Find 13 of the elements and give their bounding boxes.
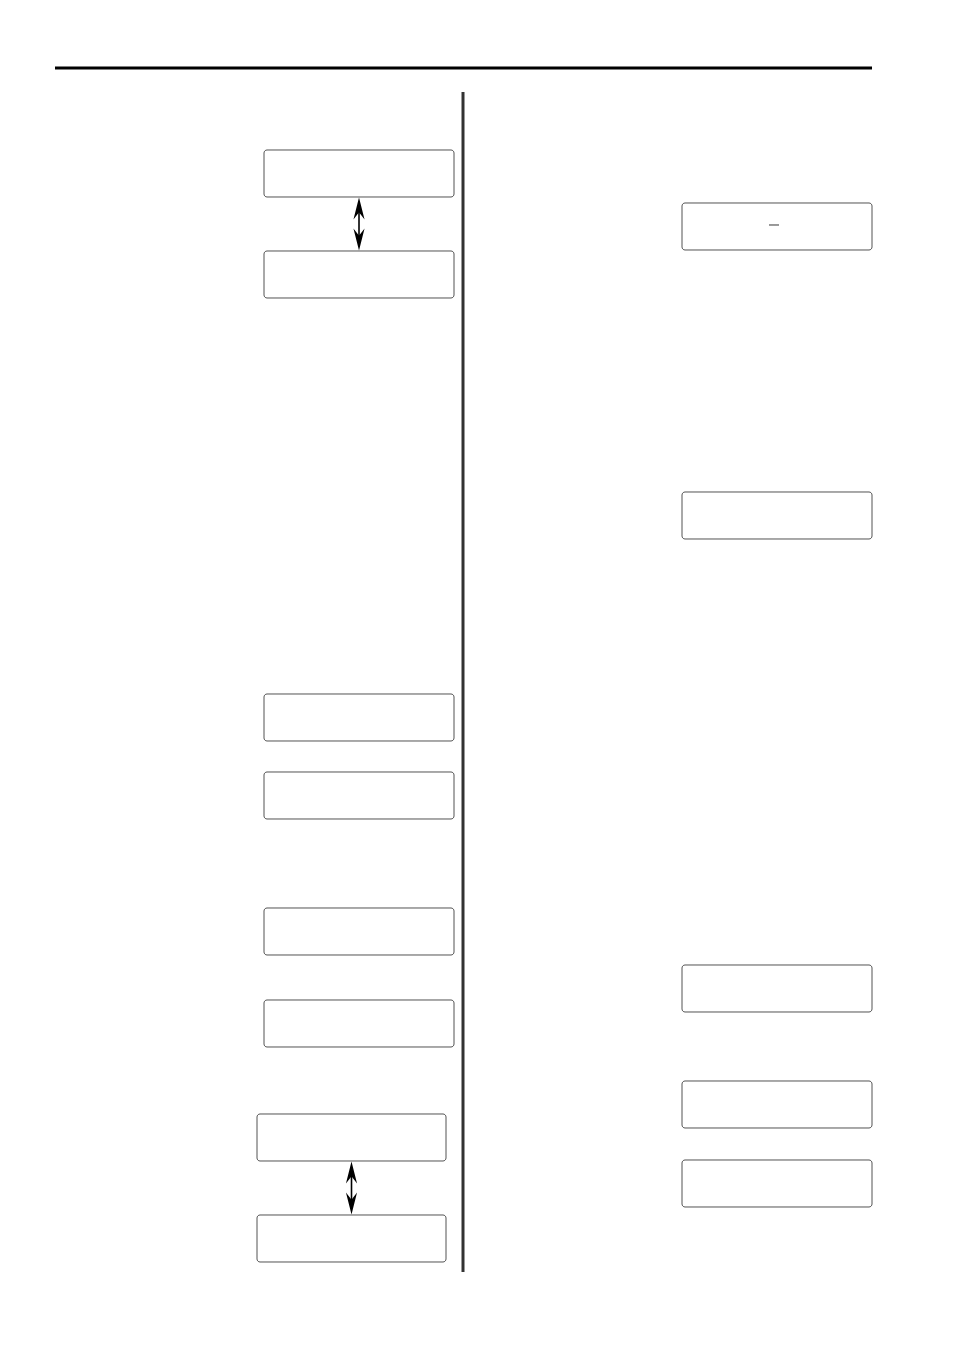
display-box	[263, 149, 455, 198]
display-box	[263, 771, 455, 820]
display-box	[681, 1159, 873, 1208]
display-box	[681, 964, 873, 1013]
display-box	[263, 999, 455, 1048]
display-box	[681, 1080, 873, 1129]
display-box	[263, 907, 455, 956]
display-box	[681, 202, 873, 251]
display-box	[263, 693, 455, 742]
display-box	[263, 250, 455, 299]
display-box	[681, 491, 873, 540]
display-box	[256, 1214, 447, 1263]
display-box	[256, 1113, 447, 1162]
